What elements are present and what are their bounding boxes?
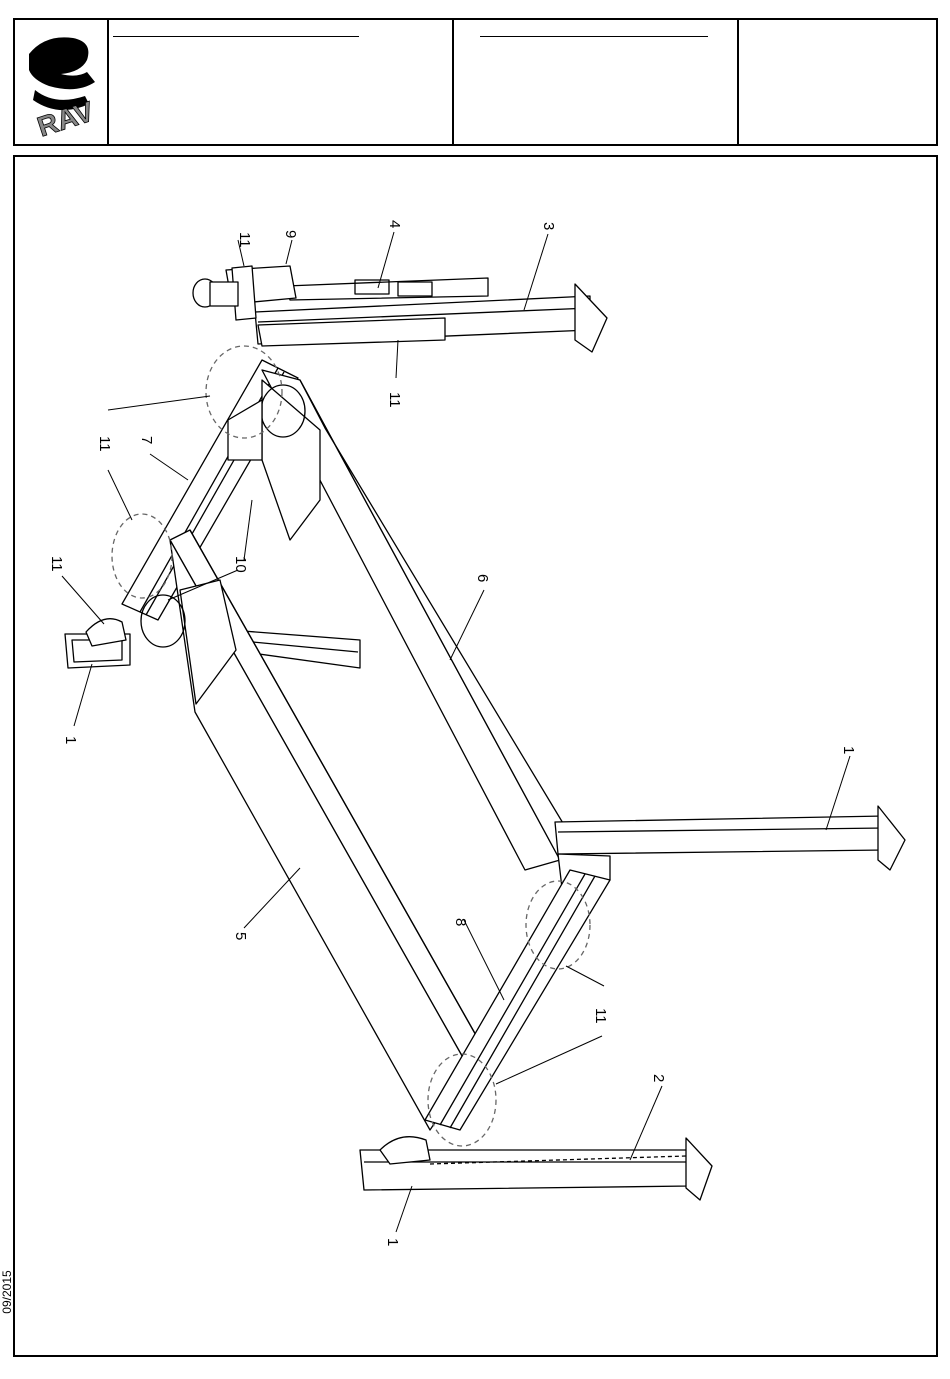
callout-2: 2 (650, 1074, 667, 1082)
callout-4: 4 (386, 220, 403, 228)
callout-labels: 11 9 4 3 11 11 7 11 10 6 1 1 5 8 11 2 1 (48, 220, 667, 1246)
callout-11: 11 (236, 232, 253, 248)
column-3 (193, 266, 607, 352)
callout-9: 9 (282, 230, 299, 238)
callout-10: 10 (232, 556, 249, 573)
column-1-bottom (360, 1137, 712, 1200)
callout-11-bottom: 11 (592, 1008, 609, 1024)
callout-11-top-left: 11 (48, 556, 65, 572)
callout-1-left: 1 (62, 736, 79, 744)
callout-5: 5 (232, 932, 249, 940)
column-1-right (555, 806, 905, 888)
callout-8: 8 (452, 918, 469, 926)
callout-1-bottom: 1 (384, 1238, 401, 1246)
callout-11-column: 11 (386, 392, 403, 408)
callout-7: 7 (138, 436, 155, 444)
callout-6: 6 (474, 574, 491, 582)
callout-1-right: 1 (840, 746, 857, 754)
callout-3: 3 (540, 222, 557, 230)
